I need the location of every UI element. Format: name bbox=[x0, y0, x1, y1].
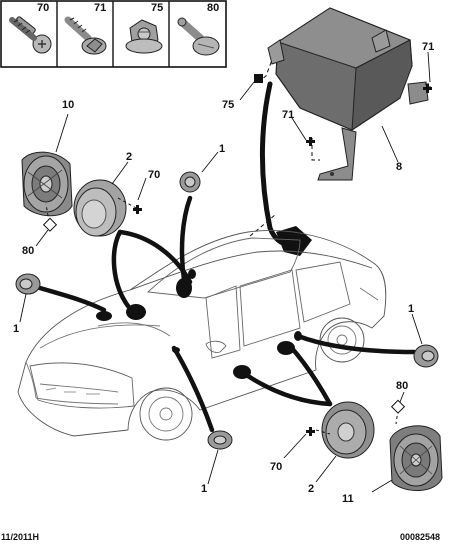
fastener-marks-box bbox=[254, 74, 432, 146]
callout-70-bottom: 70 bbox=[270, 461, 283, 473]
speaker-11 bbox=[389, 425, 443, 492]
clip-80-marks bbox=[42, 203, 406, 425]
footer-date: 11/2011H bbox=[1, 532, 40, 542]
callout-8: 8 bbox=[396, 161, 403, 173]
tweeter-1-right bbox=[413, 344, 439, 368]
speaker-openings bbox=[96, 269, 302, 379]
fastener-label-71: 71 bbox=[94, 2, 107, 14]
clip-icon bbox=[177, 17, 220, 56]
bolt-icon bbox=[64, 16, 107, 55]
footer-reference: 00082548 bbox=[400, 532, 441, 542]
fastener-label-70: 70 bbox=[37, 2, 50, 14]
speaker-2-bottom bbox=[321, 401, 375, 459]
tweeter-1-bottom bbox=[207, 430, 233, 450]
callout-2-left: 2 bbox=[126, 151, 133, 163]
car-body bbox=[17, 230, 387, 441]
speaker-wires bbox=[37, 195, 417, 433]
callout-71-mid: 71 bbox=[282, 109, 295, 121]
callout-75: 75 bbox=[222, 99, 235, 111]
speaker-10 bbox=[21, 151, 73, 217]
callout-10: 10 bbox=[62, 99, 75, 111]
callout-1-right: 1 bbox=[408, 303, 415, 315]
amplifier-unit bbox=[267, 7, 429, 181]
callout-80-right: 80 bbox=[396, 380, 409, 392]
callout-1-left: 1 bbox=[13, 323, 20, 335]
tweeter-1-top bbox=[179, 171, 201, 193]
screw-70-marks bbox=[117, 197, 331, 436]
tweeter-1-left bbox=[15, 273, 41, 295]
fastener-label-80: 80 bbox=[207, 2, 220, 14]
callout-70-left: 70 bbox=[148, 169, 161, 181]
callout-1-bottom: 1 bbox=[201, 483, 208, 495]
speaker-2-left bbox=[73, 179, 127, 237]
screw-icon bbox=[9, 16, 52, 54]
nut-icon bbox=[125, 19, 163, 54]
callout-80-left: 80 bbox=[22, 245, 35, 257]
callout-2-bottom: 2 bbox=[308, 483, 315, 495]
fastener-table bbox=[0, 0, 227, 68]
fastener-label-75: 75 bbox=[151, 2, 164, 14]
callout-11: 11 bbox=[342, 493, 354, 505]
callout-1-top: 1 bbox=[219, 143, 226, 155]
leader-lines bbox=[19, 51, 431, 493]
callout-71-right: 71 bbox=[422, 41, 435, 53]
